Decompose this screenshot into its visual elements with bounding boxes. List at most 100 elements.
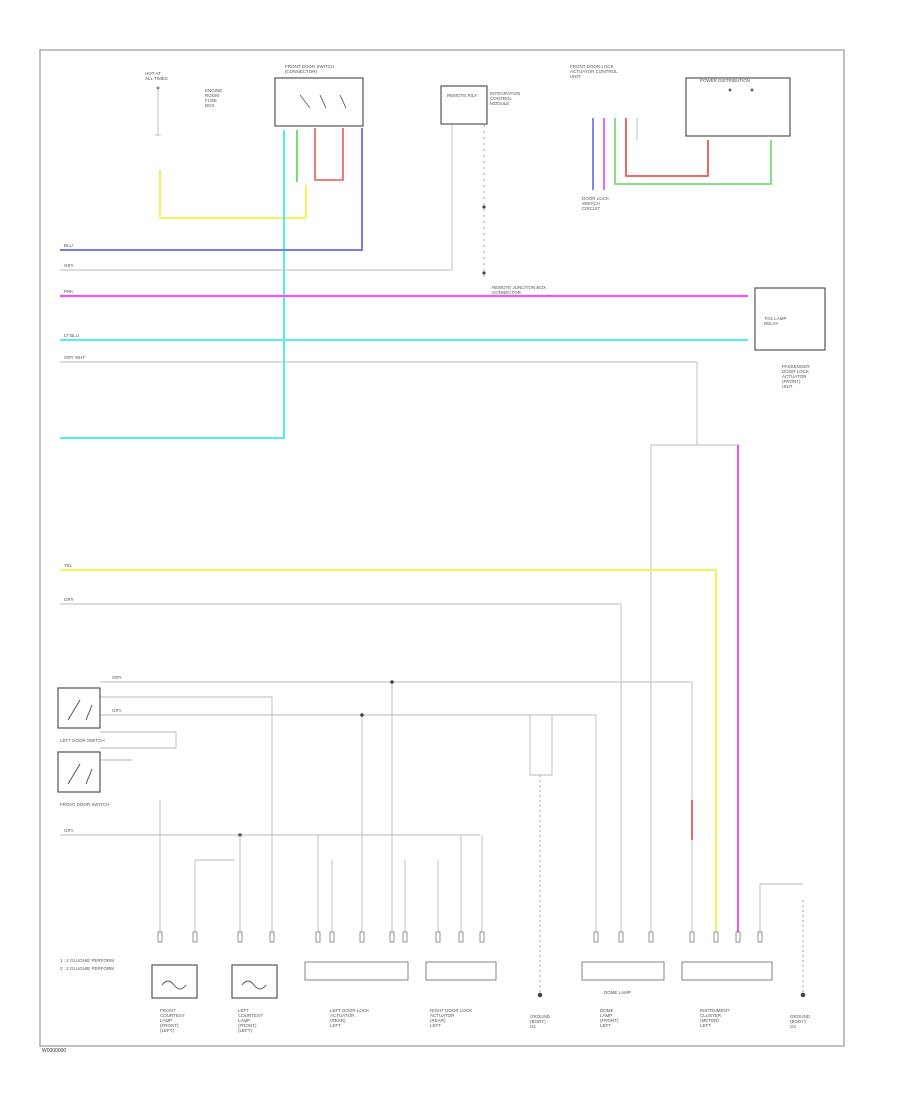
connector-pin: [479, 931, 485, 943]
dome-lamp-bulb: [529, 715, 553, 776]
dome-lamp-box-label: DOME LAMP: [604, 990, 631, 995]
relay-node-2: [482, 271, 486, 275]
remote-relay-box: [440, 85, 488, 125]
ground-1-label: GROUND(BODY)G1: [530, 1014, 551, 1029]
wire-label-2: GRY: [64, 263, 74, 268]
left-courtesy-box: [231, 964, 278, 999]
hot-feed-node: [156, 86, 160, 90]
wire-gray-relay: [60, 125, 453, 271]
wire-label-7: GRY: [64, 597, 74, 602]
left-door-switch-label: LEFT DOOR SWITCH: [60, 738, 105, 743]
label-power-distribution: POWER DISTRIBUTION: [700, 78, 750, 83]
wire-label-9: GRY: [112, 708, 122, 713]
wire-label-10: GRY: [64, 828, 74, 833]
wire-gray-right: [60, 361, 698, 445]
front-door-switch-label: FRONT DOOR SWITCH: [60, 802, 109, 807]
right-door-unit-box: [425, 961, 497, 981]
label-remote-relay: REMOTE R/LY: [447, 93, 477, 98]
dome-lamp-box: [581, 961, 665, 981]
diagram-ref-code: W0000000: [42, 1048, 66, 1054]
wire-ic-ground-feed: [759, 883, 803, 938]
front-door-switch-symbol: [67, 763, 93, 785]
connector-pin: [648, 931, 654, 943]
connector-pin: [402, 931, 408, 943]
instrument-cluster-box: [681, 961, 773, 981]
hot-feed-wire: [155, 88, 161, 136]
note-1: 1 : 2 GLUGHIE PERFORM: [60, 958, 114, 963]
left-door-unit-box: [304, 961, 409, 981]
wire-cyan-left: [60, 130, 285, 439]
ground-2-symbol: [800, 992, 806, 998]
junction-node-1: [390, 680, 394, 684]
connector-pin: [593, 931, 599, 943]
note-2: 2 : 2 GLUGHIE PERFORM: [60, 966, 114, 971]
ground-1-symbol: [537, 992, 543, 998]
wire-label-6: YEL: [64, 563, 73, 568]
wire-red-module: [314, 128, 344, 181]
pd-terminal-1: [728, 88, 732, 92]
pd-terminal-2: [750, 88, 754, 92]
switch-module-contacts: [299, 94, 347, 109]
wire-gray-switch-a: [100, 696, 273, 938]
wire-label-5: GRY WHT: [64, 355, 85, 360]
junction-node-2: [360, 713, 364, 717]
front-door-switch-box: [57, 751, 101, 793]
wire-label-8: GRY: [112, 675, 122, 680]
connector-pin: [713, 931, 719, 943]
connector-pin: [315, 931, 321, 943]
connector-pin: [689, 931, 695, 943]
front-courtesy-box: [151, 964, 198, 999]
left-door-switch-box: [57, 687, 101, 729]
wire-gray-switch-top: [100, 681, 693, 800]
connector-pin: [269, 931, 275, 943]
connector-pin: [192, 931, 198, 943]
tail-lamp-relay-box: [754, 287, 826, 351]
switch-link-wire: [100, 731, 177, 749]
ground-2-label: GROUND(BODY)G2: [790, 1014, 811, 1029]
wire-yellow-top: [159, 170, 307, 219]
left-courtesy-bulb: [241, 980, 267, 990]
connector-pin: [618, 931, 624, 943]
connector-pins: [157, 931, 763, 943]
connector-pin: [735, 931, 741, 943]
connector-pin: [435, 931, 441, 943]
wire-label-3: PNK: [64, 289, 73, 294]
label-front-door-switch-module: FRONT DOOR SWITCH(CONNECTOR): [285, 64, 334, 74]
wire-yellow-lower: [60, 569, 717, 938]
connector-pin: [329, 931, 335, 943]
front-courtesy-bulb: [161, 980, 187, 990]
diagram-frame: [39, 49, 845, 1047]
wire-gray-lower: [60, 603, 622, 938]
relay-node-1: [482, 205, 486, 209]
wire-gray-switch-mid: [100, 714, 597, 938]
connector-pin: [157, 931, 163, 943]
connector-pin: [757, 931, 763, 943]
connector-pin: [389, 931, 395, 943]
connector-pin: [237, 931, 243, 943]
wire-label-4: LT BLU: [64, 333, 79, 338]
power-distribution-box: [685, 77, 791, 137]
connector-pin: [359, 931, 365, 943]
left-door-switch-symbol: [67, 699, 93, 721]
wire-blue: [60, 128, 363, 251]
front-door-switch-module-box: [274, 77, 364, 127]
wire-green-connector: [614, 118, 772, 185]
wire-red-connector: [625, 118, 709, 177]
wire-label-1: BLU: [64, 243, 73, 248]
